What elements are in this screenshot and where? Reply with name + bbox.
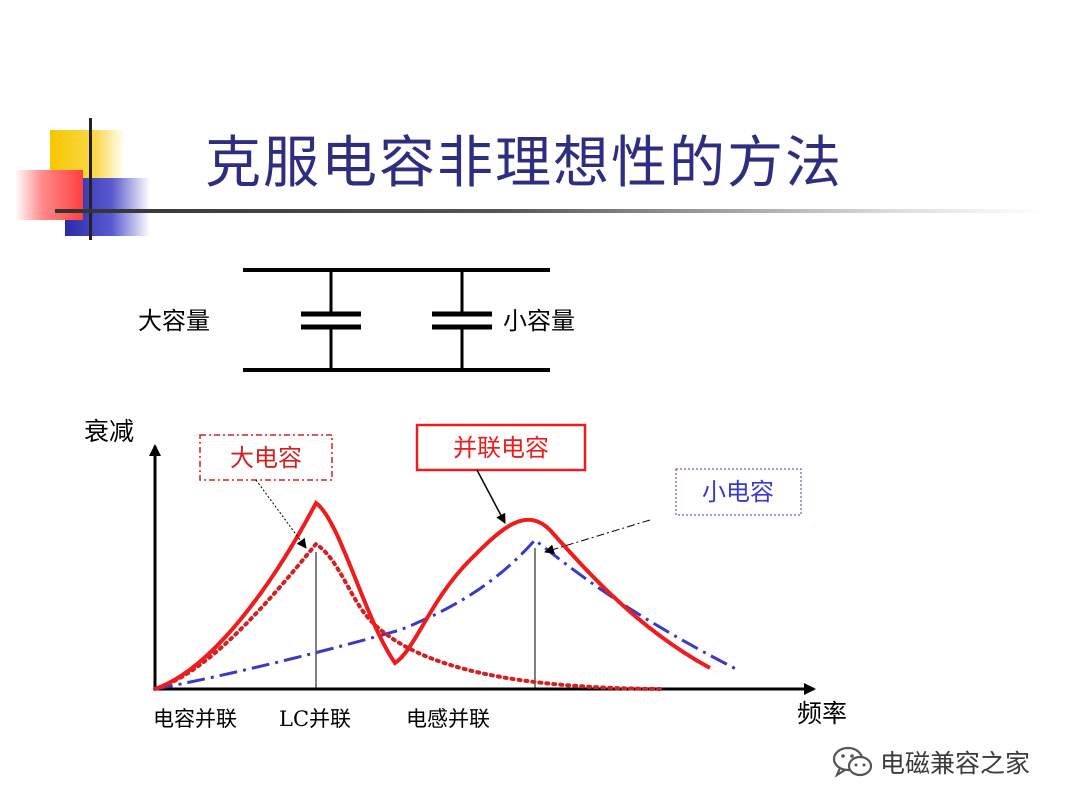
callout-large-cap: 大电容 (199, 434, 333, 549)
decor-vertical-line (89, 118, 92, 240)
label-large-capacity: 大容量 (138, 307, 210, 335)
x-axis-label: 频率 (797, 699, 847, 728)
watermark-text: 电磁兼容之家 (880, 749, 1031, 778)
page-title: 克服电容非理想性的方法 (205, 131, 843, 196)
label-small-capacity: 小容量 (503, 307, 575, 335)
x-tick-inductor-parallel: 电感并联 (406, 707, 490, 731)
curve-parallel-capacitor (154, 500, 711, 691)
circuit-schematic: 大容量 小容量 (138, 268, 575, 372)
capacitor-small (432, 270, 492, 370)
plot-axes: 衰减 频率 (84, 417, 847, 728)
x-tick-capacitor-parallel: 电容并联 (153, 707, 237, 731)
callout-large-cap-label: 大电容 (230, 444, 302, 472)
curve-small-capacitor (154, 537, 739, 691)
watermark: 电磁兼容之家 (832, 740, 1030, 784)
callout-small-cap-label: 小电容 (702, 478, 774, 506)
callout-parallel-cap-label: 并联电容 (453, 434, 549, 462)
callout-parallel-cap: 并联电容 (415, 423, 587, 524)
capacitor-large (301, 270, 361, 370)
y-axis-label: 衰减 (84, 417, 134, 446)
callout-small-cap: 小电容 (544, 468, 802, 555)
wechat-icon (832, 745, 874, 779)
title-divider (55, 209, 1045, 213)
x-tick-lc-parallel: LC并联 (279, 707, 351, 731)
curve-large-capacitor (153, 541, 662, 691)
